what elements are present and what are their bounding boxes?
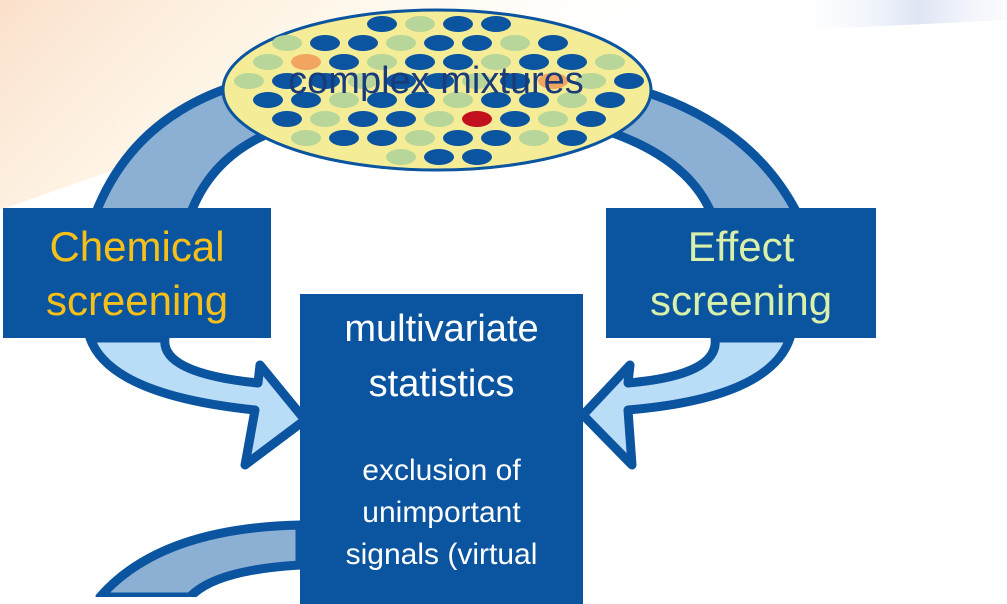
mixture-dot [576,111,606,127]
mixture-dot [291,130,321,146]
mixture-dot [310,35,340,51]
mixture-dot [500,111,530,127]
effect-screening-box: Effect screening [606,208,876,338]
mixture-dot [595,54,625,70]
mixture-dot [462,35,492,51]
mixture-dot [500,35,530,51]
mixture-dot [310,111,340,127]
mixture-dot [462,111,492,127]
mixture-dot [557,130,587,146]
stats-sub-line2: unimportant [362,496,521,529]
mixture-dot [443,92,473,108]
chemical-label-line2: screening [45,277,229,324]
mixture-dot [386,35,416,51]
mixture-dot [424,35,454,51]
stats-title-line1: multivariate [344,308,539,350]
mixture-dot [367,54,397,70]
mixture-dot [348,111,378,127]
mixture-dot [405,54,435,70]
effect-label-line1: Effect [687,223,795,270]
mixture-dot [576,73,606,89]
mixture-dot [481,54,511,70]
mixture-dot [291,92,321,108]
mixture-dot [386,73,416,89]
mixture-dot [424,73,454,89]
mixture-dot [329,92,359,108]
chemical-label-line1: Chemical [49,223,225,270]
mixture-dot [405,130,435,146]
stats-sub-line1: exclusion of [362,454,521,487]
arrow-right-to-center [578,333,795,470]
mixture-dot [405,16,435,32]
chemical-screening-box: Chemical screening [3,208,271,338]
mixture-dot [348,35,378,51]
mixture-dots [234,16,644,165]
mixture-dot [386,149,416,165]
multivariate-statistics-box: multivariate statistics exclusion of uni… [300,294,583,604]
mixture-dot [595,92,625,108]
mixture-dot [367,92,397,108]
mixture-dot [272,35,302,51]
mixture-dot [519,92,549,108]
mixture-dot [367,16,397,32]
mixture-dot [310,73,340,89]
mixture-dot [405,92,435,108]
mixture-dot [386,111,416,127]
mixture-dot [557,92,587,108]
mixture-dot [462,73,492,89]
mixture-dot [329,54,359,70]
mixture-dot [329,130,359,146]
mixture-dot [614,73,644,89]
mixture-ellipse [221,8,653,172]
mixture-dot [481,130,511,146]
mixture-dot [367,130,397,146]
mixture-dot [424,111,454,127]
mixture-dot [481,92,511,108]
arrow-left-to-center [85,333,310,470]
mixture-dot [519,54,549,70]
mixture-dot [424,149,454,165]
mixture-dot [500,73,530,89]
mixture-dot [253,54,283,70]
mixture-dot [481,16,511,32]
mixture-dot [234,73,264,89]
mixture-dot [462,149,492,165]
mixture-dot [291,54,321,70]
mixture-dot [443,16,473,32]
mixture-dot [348,73,378,89]
mixture-dot [557,54,587,70]
mixture-label: complex mixtures [288,60,584,102]
effect-label-line2: screening [649,277,833,324]
stats-sub-line3: signals (virtual [345,538,538,571]
mixture-dot [538,111,568,127]
mixture-dot [443,130,473,146]
mixture-dot [538,73,568,89]
mixture-dot [272,73,302,89]
mixture-dot [538,35,568,51]
mixture-dot [443,54,473,70]
mixture-dot [272,111,302,127]
mixture-dot [519,130,549,146]
arc-bottom-left [95,520,305,597]
mixture-dot [253,92,283,108]
stats-title-line2: statistics [368,363,515,405]
